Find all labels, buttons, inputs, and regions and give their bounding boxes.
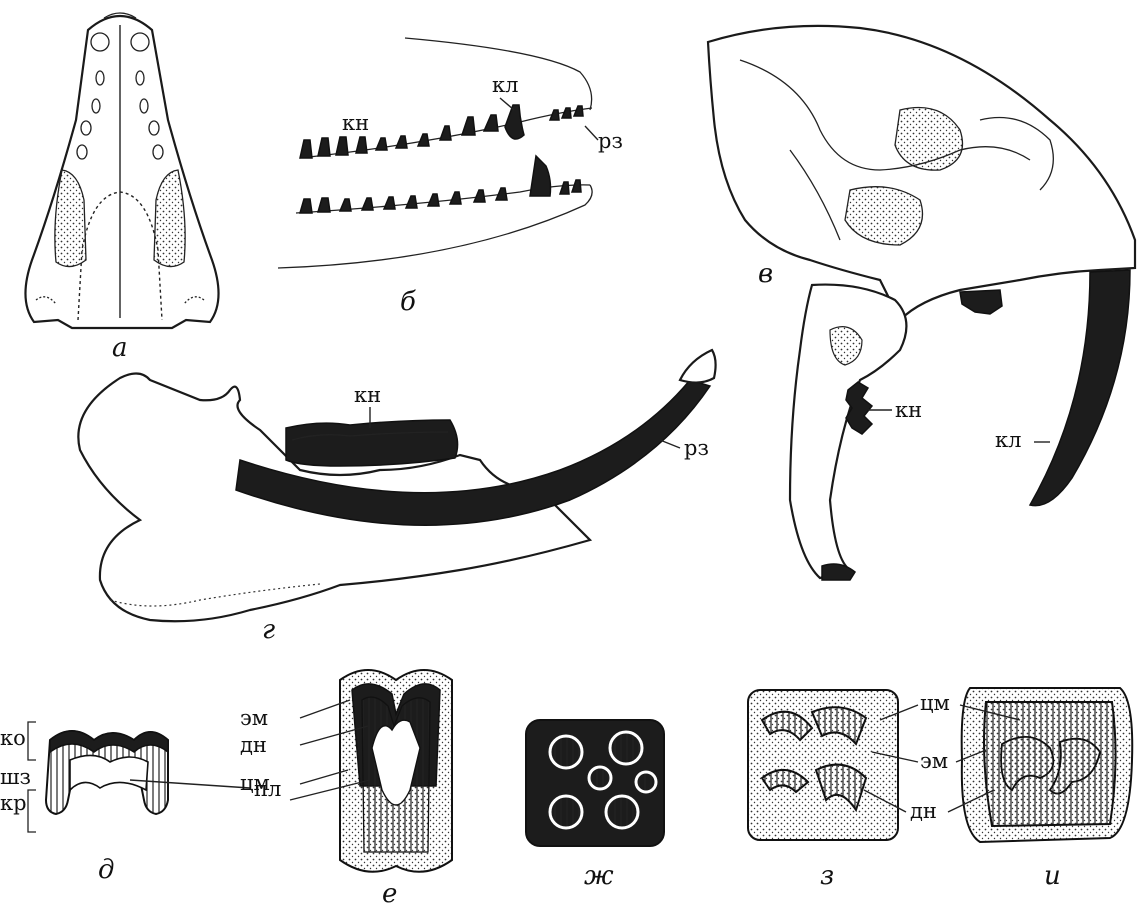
panel-zh-bunodont-molar: ж (526, 720, 664, 891)
caption-d: д (98, 855, 114, 885)
caption-g: г (262, 615, 275, 645)
label-v-molar: кн (895, 398, 922, 422)
label-b-molar: кн (342, 111, 369, 135)
label-i-dentin: дн (910, 799, 937, 823)
label-b-incisor: рз (598, 129, 623, 153)
label-i-cement: цм (920, 691, 950, 715)
label-b-canine: кл (492, 73, 518, 97)
caption-i: и (1044, 861, 1061, 891)
label-i-enamel: эм (920, 749, 948, 773)
caption-z: з (820, 861, 834, 891)
label-g-molar: кн (354, 383, 381, 407)
panel-v-sabertooth-skull: кн кл в (708, 26, 1135, 580)
caption-a: а (112, 333, 128, 363)
panel-i-lophodont-molar: и (962, 688, 1133, 891)
panel-z-selenodont-molar: з (748, 690, 898, 891)
label-e-dentin: дн (240, 733, 267, 757)
caption-b: б (400, 287, 416, 317)
panel-b-jaws: кн кл рз б (278, 38, 623, 317)
label-d-neck: шз (0, 765, 31, 789)
label-d-crown: ко (0, 726, 26, 750)
panel-g-rodent-jaw: кн рз г (78, 350, 715, 645)
panel-a-skull-palate: а (25, 13, 218, 363)
label-g-incisor: рз (684, 436, 709, 460)
caption-e: е (382, 879, 397, 907)
label-v-canine: кл (995, 428, 1021, 452)
label-e-cement: цм (240, 771, 270, 795)
caption-v: в (758, 259, 773, 289)
caption-zh: ж (584, 861, 614, 891)
label-e-enamel: эм (240, 706, 268, 730)
label-d-root: кр (0, 791, 27, 815)
